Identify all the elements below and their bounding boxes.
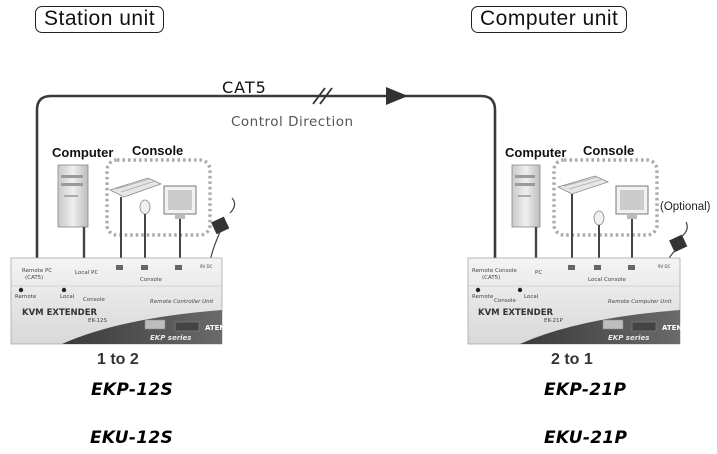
svg-text:Local PC: Local PC bbox=[75, 270, 98, 276]
svg-text:Remote Console: Remote Console bbox=[472, 268, 517, 274]
remote-computer-icon bbox=[511, 164, 541, 228]
svg-text:Remote Controller Unit: Remote Controller Unit bbox=[150, 299, 214, 305]
computer-mouse-icon bbox=[593, 210, 605, 226]
station-monitor-icon bbox=[163, 185, 197, 219]
computer-power-adapter-icon bbox=[667, 221, 688, 264]
computer-model-2: EKU-21P bbox=[544, 428, 628, 448]
svg-text:Console: Console bbox=[494, 298, 516, 304]
svg-text:KVM EXTENDER: KVM EXTENDER bbox=[478, 308, 554, 318]
station-computer-icon bbox=[57, 164, 89, 228]
svg-text:EK-12S: EK-12S bbox=[88, 318, 107, 324]
svg-text:KVM EXTENDER: KVM EXTENDER bbox=[22, 308, 98, 318]
cat5-cable bbox=[35, 87, 497, 262]
computer-extender-box: Remote Console (CAT5) PC Local Console 9… bbox=[467, 257, 682, 345]
cable-break-mark bbox=[312, 87, 326, 105]
computer-monitor-icon bbox=[615, 185, 649, 219]
svg-text:9V DC: 9V DC bbox=[658, 264, 671, 269]
svg-text:Local: Local bbox=[524, 294, 539, 300]
station-front-port bbox=[144, 319, 166, 330]
station-side: Remote PC (CAT5) Local PC Console 9V DC … bbox=[10, 158, 236, 345]
station-extender-box: Remote PC (CAT5) Local PC Console 9V DC … bbox=[10, 257, 225, 345]
station-model-1: EKP-12S bbox=[91, 380, 174, 400]
cable-name-label: CAT5 bbox=[222, 78, 267, 97]
svg-text:Remote: Remote bbox=[15, 294, 37, 300]
svg-text:(CAT5): (CAT5) bbox=[482, 275, 500, 281]
computer-console-label: Console bbox=[583, 143, 635, 158]
svg-text:Remote: Remote bbox=[472, 294, 494, 300]
svg-text:Local: Local bbox=[60, 294, 75, 300]
computer-keyboard-icon bbox=[556, 175, 610, 195]
svg-text:EK-21P: EK-21P bbox=[544, 318, 563, 324]
control-direction-label: Control Direction bbox=[231, 114, 354, 130]
svg-text:EKP series: EKP series bbox=[608, 334, 649, 342]
svg-text:EKP series: EKP series bbox=[150, 334, 191, 342]
computer-side: Remote Console (CAT5) PC Local Console 9… bbox=[467, 158, 688, 345]
svg-text:(CAT5): (CAT5) bbox=[25, 275, 43, 281]
svg-text:Local Console: Local Console bbox=[588, 277, 626, 283]
computer-model-1: EKP-21P bbox=[544, 380, 627, 400]
station-computer-label: Computer bbox=[52, 145, 114, 160]
station-unit-label: Station unit bbox=[35, 6, 165, 33]
station-model-2: EKU-12S bbox=[90, 428, 174, 448]
station-console-label: Console bbox=[132, 143, 184, 158]
station-mouse-icon bbox=[139, 199, 151, 215]
computer-computer-label: Computer bbox=[505, 145, 567, 160]
svg-text:ATEN: ATEN bbox=[205, 324, 225, 332]
optional-label: (Optional) bbox=[660, 201, 711, 213]
svg-text:PC: PC bbox=[535, 270, 542, 276]
computer-unit-label: Computer unit bbox=[471, 6, 628, 33]
computer-ratio-label: 2 to 1 bbox=[551, 351, 593, 368]
svg-text:9V DC: 9V DC bbox=[200, 264, 213, 269]
svg-text:Remote PC: Remote PC bbox=[22, 268, 52, 274]
computer-front-port bbox=[602, 319, 624, 330]
svg-text:Console: Console bbox=[140, 277, 162, 283]
direction-arrow-icon bbox=[386, 87, 408, 105]
svg-text:Remote Computer Unit: Remote Computer Unit bbox=[608, 299, 672, 305]
station-keyboard-icon bbox=[108, 177, 163, 198]
station-power-adapter-icon bbox=[209, 197, 236, 263]
svg-text:Console: Console bbox=[83, 297, 105, 303]
station-ratio-label: 1 to 2 bbox=[97, 351, 139, 368]
svg-text:ATEN: ATEN bbox=[662, 324, 682, 332]
